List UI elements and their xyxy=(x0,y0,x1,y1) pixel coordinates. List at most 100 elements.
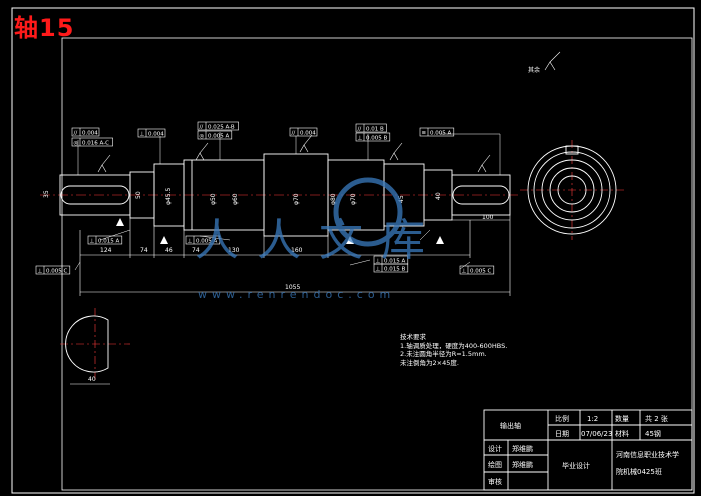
tolerance-value: 0.005 A xyxy=(196,238,217,244)
tech-req-heading: 技术要求 xyxy=(400,333,426,341)
tolerance-frame: ⊥0.015 B xyxy=(373,263,409,273)
tolerance-frame: ⊥0.005 C xyxy=(459,265,495,275)
tolerance-symbol: ⊥ xyxy=(38,268,43,274)
shaft-main-view[interactable] xyxy=(40,153,520,237)
d6: φ80 xyxy=(330,193,337,205)
tolerance-value: 0.005 B xyxy=(366,135,387,141)
technical-requirements: 技术要求 1.轴调质处理，硬度为400-600HBS. 2.未注圆角半径为R=1… xyxy=(400,333,507,367)
tb-design-n: 郑维鹏 xyxy=(512,444,533,453)
tolerance-frame: // 0.004 xyxy=(71,127,100,136)
tolerance-symbol: ⊥ xyxy=(358,135,363,141)
d3: φ50 xyxy=(210,193,217,205)
tolerance-frame: ⊥0.005 B xyxy=(355,132,391,141)
tolerance-frames: //0.004◎0.016 A-C⊥0.004//0.025 A-B◎0.005… xyxy=(35,121,495,275)
section-view[interactable] xyxy=(60,308,130,385)
seg2: 46 xyxy=(165,247,173,254)
tb-scale-v: 1:2 xyxy=(587,415,598,423)
sheet-title: 轴15 xyxy=(14,14,75,42)
seg0: 124 xyxy=(100,247,112,254)
d1: 50 xyxy=(135,191,142,199)
wm-url: www.renrendoc.com xyxy=(198,288,395,301)
tolerance-symbol: // xyxy=(74,130,78,136)
restlabel: 其余 xyxy=(528,66,540,74)
tolerance-frame: ⊥0.005 C xyxy=(35,265,71,275)
tolerance-value: 0.005 C xyxy=(46,268,67,274)
tb-date-v: 07/06/23 xyxy=(581,430,612,438)
tolerance-value: 0.015 B xyxy=(384,266,405,272)
tb-mat-l: 材料 xyxy=(615,429,629,438)
tolerance-value: 0.015 A xyxy=(384,258,405,264)
d5: φ70 xyxy=(293,193,300,205)
tolerance-symbol: ⊥ xyxy=(188,238,193,244)
length-dimensions xyxy=(79,215,511,296)
secw: 40 xyxy=(88,376,96,383)
frame-leaders xyxy=(74,132,501,271)
d4: φ60 xyxy=(232,193,239,205)
d8: 45 xyxy=(398,195,405,203)
tolerance-value: 0.004 xyxy=(82,130,98,136)
tb-mat-v: 45钢 xyxy=(645,429,661,438)
tolerance-frame: ⊥0.015 A xyxy=(87,235,123,244)
title-block-text: 输出轴 比例 1:2 数量 共 2 张 日期 07/06/23 材料 45钢 设… xyxy=(488,414,679,486)
tolerance-symbol: // xyxy=(200,124,204,130)
tb-project: 毕业设计 xyxy=(562,461,590,470)
tech-req-line-3: 未注倒角为2×45度. xyxy=(400,358,459,367)
tb-qty-l: 数量 xyxy=(615,414,629,423)
tolerance-symbol: ⊥ xyxy=(462,268,467,274)
wm-chars: 人人文库 xyxy=(195,215,443,266)
tolerance-frame: ◎0.016 A-C xyxy=(71,137,113,146)
tolerance-frame: // 0.01 B xyxy=(355,123,387,132)
end-view[interactable] xyxy=(520,140,625,240)
tolerance-frame: ≡0.005 A xyxy=(419,127,455,136)
tolerance-symbol: ◎ xyxy=(200,133,205,139)
tolerance-value: 0.016 A-C xyxy=(82,140,109,146)
tb-date-l: 日期 xyxy=(555,430,569,438)
seg3: 74 xyxy=(192,247,200,254)
tb-design-l: 设计 xyxy=(488,444,502,453)
tb-school1: 河南信息职业技术学 xyxy=(616,450,679,459)
tech-req-line-1: 1.轴调质处理，硬度为400-600HBS. xyxy=(400,341,508,350)
rightend: 100 xyxy=(482,214,494,221)
tech-req-line-2: 2.未注圆角半径为R=1.5mm. xyxy=(400,350,487,358)
tolerance-value: 0.004 xyxy=(300,130,316,136)
tolerance-symbol: // xyxy=(358,126,362,132)
tb-school2: 院机械0425班 xyxy=(616,467,662,476)
seg5: 160 xyxy=(291,247,303,254)
tolerance-symbol: ⊥ xyxy=(376,266,381,272)
diameter-labels: 35 50 φ45.5 φ50 φ60 φ70 φ80 φ70 45 40 xyxy=(43,188,442,206)
seg4: 130 xyxy=(228,247,240,254)
seg1: 74 xyxy=(140,247,148,254)
tolerance-value: 0.025 A-B xyxy=(208,124,235,130)
tb-part: 输出轴 xyxy=(500,421,521,430)
drawing-frame xyxy=(61,37,693,491)
d2: φ45.5 xyxy=(165,188,172,206)
tolerance-frame: ⊥0.005 A xyxy=(185,235,221,244)
title-block xyxy=(483,409,693,491)
tolerance-value: 0.004 xyxy=(148,131,164,137)
d0: 35 xyxy=(43,190,50,198)
tolerance-symbol: ⊥ xyxy=(140,131,145,137)
tb-scale-l: 比例 xyxy=(555,414,569,423)
d7: φ70 xyxy=(350,193,357,205)
tolerance-frame: // 0.004 xyxy=(289,127,318,136)
tolerance-symbol: ◎ xyxy=(74,140,79,146)
tolerance-symbol: // xyxy=(292,130,296,136)
d9: 40 xyxy=(435,192,442,200)
tolerance-symbol: ≡ xyxy=(422,130,427,136)
tolerance-frame: ⊥0.004 xyxy=(137,128,166,137)
tb-qty-v: 共 2 张 xyxy=(645,414,668,423)
tb-draw-l: 绘图 xyxy=(488,460,502,469)
tolerance-frame: // 0.025 A-B xyxy=(197,121,239,130)
totallen: 1055 xyxy=(285,284,300,291)
tolerance-value: 0.005 A xyxy=(430,130,451,136)
surface-finish-marks xyxy=(97,51,561,173)
tolerance-value: 0.01 B xyxy=(366,126,384,132)
watermark: 人人文库 www.renrendoc.com xyxy=(195,177,443,301)
length-labels: 124 74 46 74 130 160 100 1055 xyxy=(100,214,494,291)
tolerance-value: 0.005 A xyxy=(208,133,229,139)
tolerance-frame: ◎0.005 A xyxy=(197,130,233,139)
tb-draw-n: 郑维鹏 xyxy=(512,460,533,469)
tb-review-l: 审核 xyxy=(488,477,502,486)
tolerance-value: 0.005 C xyxy=(470,268,491,274)
